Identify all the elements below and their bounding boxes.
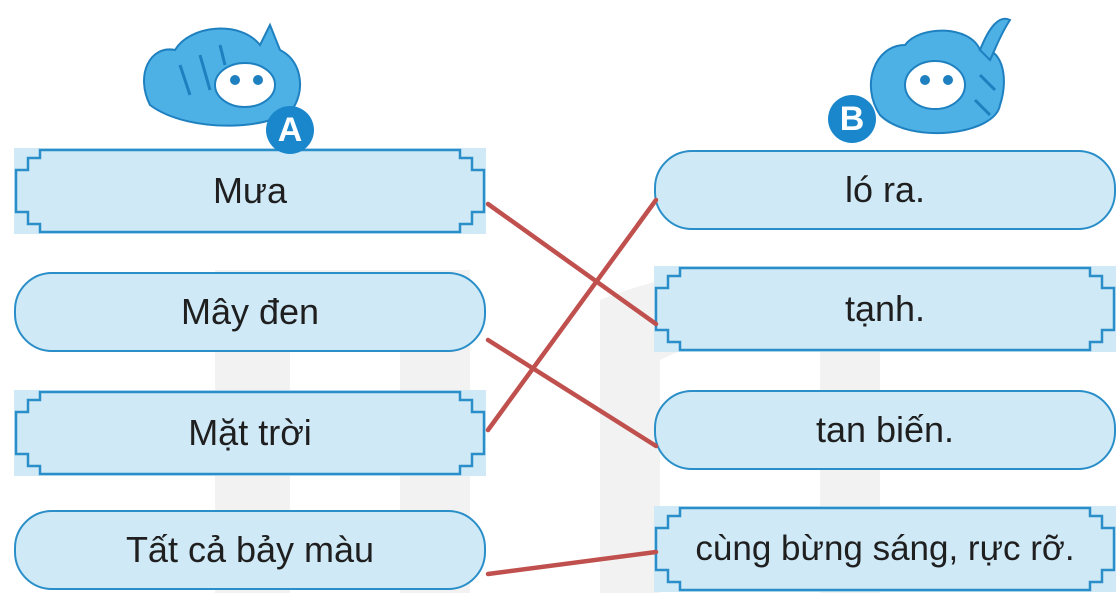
column-b-item[interactable]: tạnh. (654, 266, 1116, 352)
item-label: tan biến. (815, 409, 955, 450)
cat-icon-a (143, 22, 301, 127)
cat-icon-b (870, 17, 1012, 135)
column-b-item[interactable]: tan biến. (654, 390, 1116, 470)
frame-border (14, 148, 486, 234)
item-label: Mưa (212, 170, 288, 211)
frame-border (14, 390, 486, 476)
item-label: Tất cả bảy màu (125, 529, 375, 570)
column-b-badge: B (828, 95, 876, 143)
column-a-item[interactable]: Mặt trời (14, 390, 486, 476)
item-label: Mặt trời (188, 412, 312, 453)
item-label: ló ra. (844, 169, 926, 210)
frame-border (654, 266, 1116, 352)
column-a-item[interactable]: Mưa (14, 148, 486, 234)
column-b-item[interactable]: ló ra. (654, 150, 1116, 230)
column-a-item[interactable]: Mây đen (14, 272, 486, 352)
frame-border (654, 506, 1116, 592)
column-b-item[interactable]: cùng bừng sáng, rực rỡ. (654, 506, 1116, 592)
item-label: Mây đen (180, 291, 320, 332)
column-a-item[interactable]: Tất cả bảy màu (14, 510, 486, 590)
column-a-badge: A (266, 106, 314, 154)
item-label: cùng bừng sáng, rực rỡ. (695, 529, 1075, 568)
item-label: tạnh. (844, 288, 926, 329)
